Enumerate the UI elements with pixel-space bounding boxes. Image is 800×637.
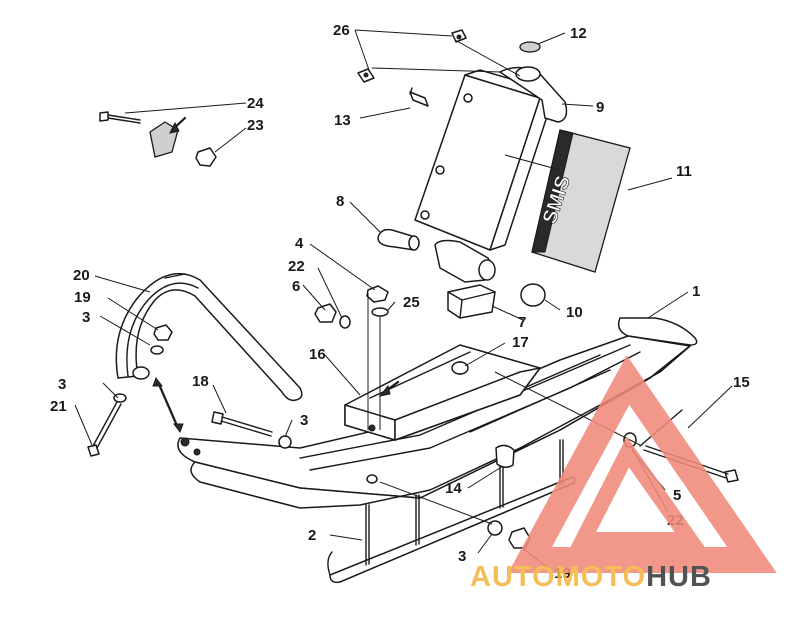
part-labels: 1 2 3 3 3 3 4 5 6 7 8 9 10 11 12 13 14 1…	[50, 22, 750, 582]
label-2: 2	[308, 527, 316, 544]
label-15: 15	[733, 374, 750, 391]
label-6: 6	[292, 278, 300, 295]
label-5: 5	[673, 487, 681, 504]
label-18: 18	[192, 373, 209, 390]
label-22a: 22	[288, 258, 305, 275]
label-14: 14	[445, 480, 462, 497]
label-7: 7	[518, 314, 526, 331]
label-12: 12	[570, 25, 587, 42]
label-3b: 3	[58, 376, 66, 393]
label-1: 1	[692, 283, 700, 300]
label-3d: 3	[458, 548, 466, 565]
watermark: AUTOMOTOHUB	[470, 355, 777, 593]
label-20: 20	[73, 267, 90, 284]
label-8: 8	[336, 193, 344, 210]
watermark-text-part2: HUB	[646, 561, 712, 593]
label-13: 13	[334, 112, 351, 129]
label-3a: 3	[82, 309, 90, 326]
label-10: 10	[566, 304, 583, 321]
label-17: 17	[512, 334, 529, 351]
ski-handle	[113, 272, 303, 434]
label-16: 16	[309, 346, 326, 363]
label-19a: 19	[74, 289, 91, 306]
spindle-housing: SMIS	[409, 41, 631, 283]
label-24: 24	[247, 95, 264, 112]
label-25: 25	[403, 294, 420, 311]
ski-saddle	[344, 344, 541, 441]
watermark-text: AUTOMOTOHUB	[470, 561, 712, 593]
label-9: 9	[596, 99, 604, 116]
label-11: 11	[676, 163, 692, 180]
label-23: 23	[247, 117, 264, 134]
label-21: 21	[50, 398, 67, 415]
watermark-logo-icon	[508, 355, 777, 573]
label-4: 4	[295, 235, 304, 252]
label-26: 26	[333, 22, 350, 39]
watermark-text-part1: AUTOMOTO	[470, 561, 646, 593]
label-3c: 3	[300, 412, 308, 429]
